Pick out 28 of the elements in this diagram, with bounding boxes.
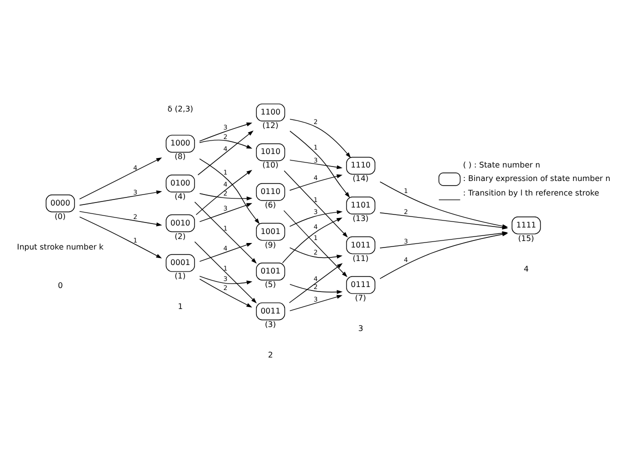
arrow	[199, 276, 252, 284]
arrow	[196, 170, 252, 216]
arrow	[290, 294, 342, 312]
arrow	[290, 160, 343, 170]
arrow	[282, 218, 342, 264]
arrow	[199, 158, 260, 224]
arrow	[290, 284, 343, 294]
arrow	[289, 247, 342, 259]
arrow	[284, 210, 348, 278]
arrow	[79, 216, 162, 258]
arrow	[199, 193, 252, 200]
arrow	[79, 211, 162, 226]
arrow	[290, 118, 351, 158]
arrow	[199, 122, 252, 142]
arrow	[79, 190, 162, 206]
arrow	[194, 202, 257, 264]
arrow	[289, 174, 343, 191]
arrow	[199, 278, 252, 308]
arrow	[198, 130, 254, 176]
arrow	[199, 140, 252, 149]
arrow	[289, 263, 343, 304]
arrow	[199, 203, 252, 222]
arrow	[79, 158, 162, 200]
arrow	[290, 130, 350, 198]
arrow	[199, 242, 252, 262]
arrow	[194, 241, 257, 304]
arrow	[289, 210, 343, 227]
arrow	[284, 170, 348, 238]
